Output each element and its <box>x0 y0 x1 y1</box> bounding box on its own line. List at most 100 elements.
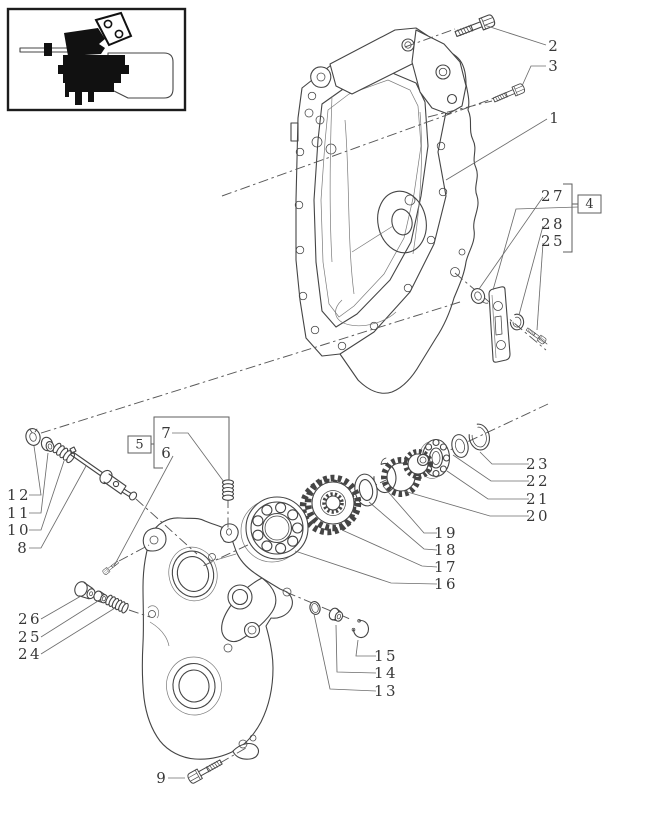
group-4-bracket <box>563 183 602 253</box>
leader-21 <box>446 470 529 500</box>
cover-lug-bottom <box>232 742 259 760</box>
callout-20: 20 <box>526 507 550 525</box>
leader-19 <box>382 485 437 534</box>
leader-15 <box>355 639 376 657</box>
leader-17 <box>341 529 438 568</box>
leader-2 <box>483 24 547 46</box>
callout-17: 17 <box>434 558 458 576</box>
callout-23: 23 <box>526 455 550 473</box>
leader-13 <box>313 613 377 692</box>
leader-22 <box>452 454 529 482</box>
leader-10 <box>29 460 65 531</box>
cover-bottom-opening <box>166 656 222 716</box>
callout-8: 8 <box>17 539 27 557</box>
leader-28 <box>518 225 544 316</box>
axis-detent-spring <box>128 609 151 618</box>
lock-washer-28 <box>509 313 525 331</box>
leader-27 <box>478 196 544 290</box>
leader-4 <box>492 206 579 291</box>
spring-24 <box>105 594 129 614</box>
leader-3 <box>521 65 546 87</box>
callout-18: 18 <box>434 541 458 559</box>
retainer-plate-4 <box>488 286 511 363</box>
overview-mini-drawing <box>19 11 174 105</box>
callout-28: 28 <box>541 215 565 233</box>
housing-casting <box>290 27 479 394</box>
leader-23 <box>479 451 529 465</box>
callout-27: 27 <box>541 187 565 205</box>
axis-bolt-2 <box>404 28 456 48</box>
leader-16 <box>294 550 438 585</box>
callout-15: 15 <box>374 647 398 665</box>
snap-ring-23 <box>468 423 491 451</box>
gear-cluster-20 <box>381 449 433 497</box>
gear-17 <box>299 474 362 536</box>
leader-14 <box>335 624 377 674</box>
leader-12 <box>29 445 42 496</box>
snap-ring-15 <box>351 619 370 639</box>
callout-26: 26 <box>18 610 42 628</box>
housing-ear-left <box>310 66 332 88</box>
ref-box-5-label: 5 <box>135 438 143 453</box>
ref-box-4-label: 4 <box>585 197 593 212</box>
axis-bolt-9 <box>219 747 247 764</box>
callout-16: 16 <box>434 575 458 593</box>
leader-6 <box>113 455 174 567</box>
callout-14: 14 <box>374 664 398 682</box>
axis-stud-6 <box>118 544 150 562</box>
o-ring-27 <box>470 288 489 304</box>
leader-11 <box>29 452 49 514</box>
axis-bolt-3 <box>427 100 493 118</box>
flange-bolt-holes <box>294 53 448 351</box>
leader-18 <box>368 501 438 551</box>
leader-7 <box>172 432 225 483</box>
axis-upper-rail <box>221 96 498 197</box>
ref-box-4-frame <box>577 194 602 214</box>
spring-7 <box>221 479 235 501</box>
cover-casting <box>141 517 293 760</box>
plug-14 <box>328 607 344 622</box>
callout-13: 13 <box>374 682 398 700</box>
cover-lug-left <box>142 527 167 552</box>
callout-22: 22 <box>526 472 550 490</box>
leader-8 <box>29 465 87 549</box>
cover-top-opening <box>168 546 218 602</box>
bearing-21 <box>418 438 451 479</box>
washer-12 <box>25 428 41 446</box>
callout-9: 9 <box>156 769 166 787</box>
callout-7: 7 <box>161 424 171 442</box>
washer-22 <box>451 434 469 458</box>
leader-26 <box>40 595 82 620</box>
assembly-axis-lines <box>37 28 549 764</box>
callout-21: 21 <box>526 490 550 508</box>
callout-12: 12 <box>7 486 31 504</box>
cap-26 <box>74 581 96 600</box>
shift-rod-8 <box>69 446 138 501</box>
nut-11 <box>40 436 55 452</box>
group-5-bracket <box>127 416 230 480</box>
axis-lower-rail <box>37 301 461 435</box>
leader-25-upper <box>536 242 544 331</box>
callout-2: 2 <box>548 37 558 55</box>
callout-3: 3 <box>548 57 558 75</box>
callout-1: 1 <box>549 109 559 127</box>
callout-25-lower: 25 <box>18 628 42 646</box>
bolt-9 <box>186 756 225 785</box>
callout-11: 11 <box>7 504 31 522</box>
callout-24: 24 <box>18 645 42 663</box>
cover-lug-spring <box>220 523 239 543</box>
bolt-3 <box>491 82 527 105</box>
callout-10: 10 <box>7 521 31 539</box>
callout-19: 19 <box>434 524 458 542</box>
stud-6 <box>101 559 120 576</box>
leader-1 <box>445 118 548 181</box>
o-ring-13 <box>309 601 321 615</box>
ref-box-5-frame <box>127 435 152 454</box>
leader-24 <box>40 607 116 655</box>
bearing-16 <box>240 496 309 563</box>
leader-20 <box>403 490 529 517</box>
overview-thumbnail <box>6 7 187 112</box>
axis-shift-rod <box>135 498 198 555</box>
